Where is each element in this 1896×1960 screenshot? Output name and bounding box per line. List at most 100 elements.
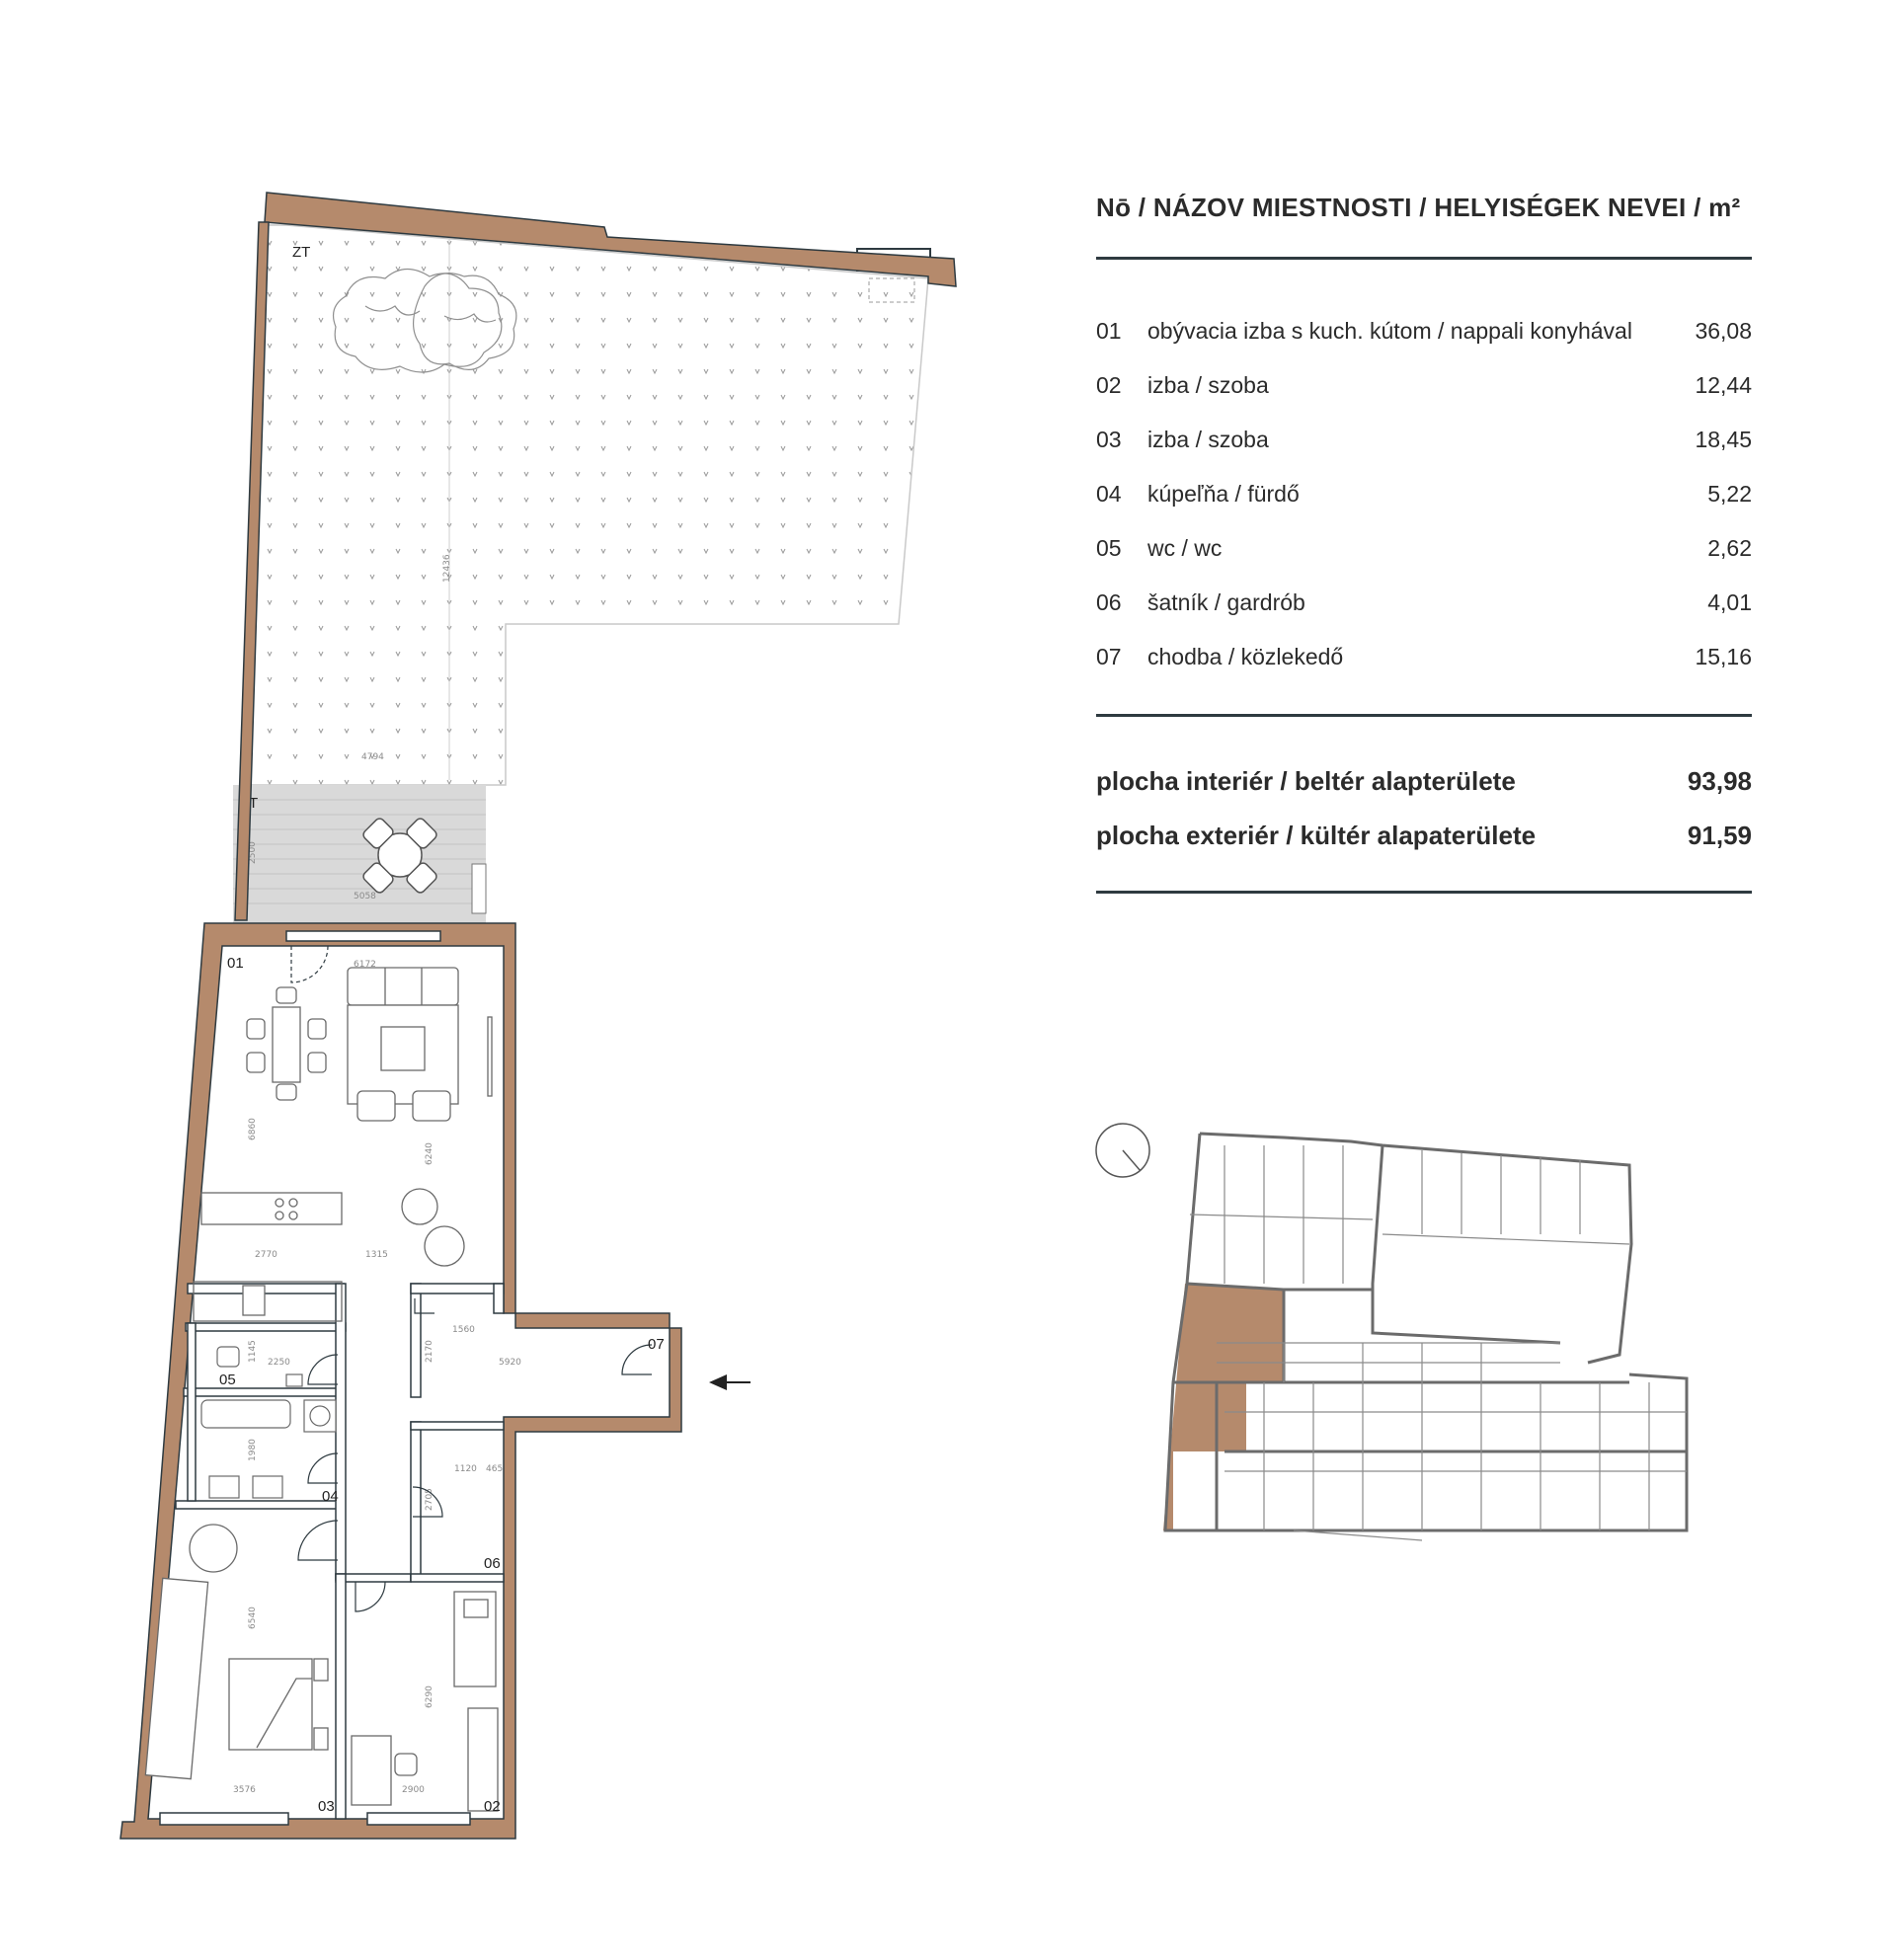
- living-room-furniture: [193, 967, 493, 1322]
- svg-text:12436: 12436: [442, 554, 452, 583]
- svg-text:3576: 3576: [233, 1785, 256, 1795]
- site-plan-highlight: [1163, 1284, 1284, 1530]
- double-bed-icon: [228, 1658, 313, 1751]
- room-area: 5,22: [1707, 481, 1752, 507]
- total-label: plocha exteriér / kültér alapaterülete: [1096, 821, 1537, 850]
- room-number: 06: [1096, 589, 1122, 615]
- room-name: izba / szoba: [1147, 372, 1269, 398]
- windows: [159, 930, 471, 1826]
- room-name: izba / szoba: [1147, 427, 1269, 452]
- wardrobe-icon: [144, 1577, 209, 1780]
- bathroom-fixtures: [200, 1346, 337, 1499]
- desk-icon: [351, 1735, 392, 1806]
- svg-text:6290: 6290: [425, 1686, 434, 1708]
- toilet-icon: [216, 1346, 240, 1368]
- room-row: 05 wc / wc 2,62: [1096, 521, 1752, 576]
- terrace-table-icon: [362, 818, 437, 894]
- bathtub-icon: [200, 1399, 291, 1429]
- room-area: 36,08: [1695, 318, 1752, 344]
- svg-text:5058: 5058: [354, 892, 376, 902]
- svg-text:2900: 2900: [402, 1785, 425, 1795]
- interior-walls: [175, 1283, 505, 1820]
- svg-text:465: 465: [486, 1464, 503, 1474]
- room-name: chodba / közlekedő: [1147, 644, 1344, 669]
- room-row: 06 šatník / gardrób 4,01: [1096, 576, 1752, 630]
- terrace-area: T: [233, 785, 487, 923]
- svg-text:04: 04: [322, 1488, 339, 1505]
- bedroom-02-furniture: [351, 1591, 499, 1812]
- svg-text:06: 06: [484, 1555, 501, 1572]
- svg-text:2500: 2500: [248, 841, 258, 864]
- room-name: wc / wc: [1147, 535, 1223, 561]
- wardrobe-icon: [467, 1707, 499, 1812]
- room-row: 01 obývacia izba s kuch. kútom / nappali …: [1096, 304, 1752, 358]
- room-area: 15,16: [1695, 644, 1752, 669]
- room-row: 02 izba / szoba 12,44: [1096, 358, 1752, 413]
- svg-text:1145: 1145: [248, 1340, 258, 1363]
- tree-icon: [333, 268, 517, 373]
- north-arrow-icon: [1095, 1123, 1150, 1178]
- svg-text:1315: 1315: [365, 1250, 388, 1260]
- room-name: kúpeľňa / fürdő: [1147, 481, 1300, 507]
- room-number: 05: [1096, 535, 1122, 561]
- legend-divider: [1096, 891, 1752, 894]
- site-plan: [1095, 1123, 1689, 1541]
- room-number: 01: [1096, 318, 1122, 344]
- svg-text:2250: 2250: [268, 1358, 290, 1368]
- svg-text:6540: 6540: [248, 1607, 258, 1629]
- sofa-icon: [347, 967, 459, 1006]
- room-number: 07: [1096, 644, 1122, 669]
- svg-text:02: 02: [484, 1798, 501, 1815]
- svg-text:6240: 6240: [425, 1142, 434, 1165]
- room-area: 2,62: [1707, 535, 1752, 561]
- terrace-label: T: [249, 795, 258, 812]
- room-numbers: 01 02 03 04 05 06 07: [219, 955, 665, 1815]
- room-number: 03: [1096, 427, 1122, 452]
- svg-text:4794: 4794: [361, 752, 384, 762]
- svg-text:1120: 1120: [454, 1464, 477, 1474]
- area-totals: plocha interiér / beltér alapterülete 93,…: [1096, 717, 1752, 891]
- room-number: 02: [1096, 372, 1122, 398]
- svg-text:6860: 6860: [248, 1118, 258, 1140]
- room-list: 01 obývacia izba s kuch. kútom / nappali …: [1096, 260, 1752, 714]
- svg-text:5920: 5920: [499, 1358, 521, 1368]
- svg-text:1980: 1980: [248, 1439, 258, 1461]
- room-row: 04 kúpeľňa / fürdő 5,22: [1096, 467, 1752, 521]
- room-area: 12,44: [1695, 372, 1752, 398]
- svg-text:05: 05: [219, 1372, 236, 1388]
- dining-table-icon: [272, 1006, 301, 1083]
- room-number: 04: [1096, 481, 1122, 507]
- room-legend: Nō / NÁZOV MIESTNOSTI / HELYISÉGEK NEVEI…: [1096, 188, 1752, 894]
- total-value: 93,98: [1687, 766, 1752, 796]
- entrance-arrow-icon: [709, 1374, 750, 1390]
- total-label: plocha interiér / beltér alapterülete: [1096, 766, 1516, 796]
- room-name: obývacia izba s kuch. kútom / nappali ko…: [1147, 318, 1632, 344]
- chair-icon: [394, 1753, 418, 1776]
- door-swings: [290, 945, 653, 1612]
- svg-text:6172: 6172: [354, 960, 376, 970]
- room-name: šatník / gardrób: [1147, 589, 1305, 615]
- kitchen-island-icon: [200, 1192, 343, 1225]
- svg-text:2770: 2770: [255, 1250, 277, 1260]
- legend-title: Nō / NÁZOV MIESTNOSTI / HELYISÉGEK NEVEI…: [1096, 193, 1741, 222]
- exterior-total-row: plocha exteriér / kültér alapaterülete 91…: [1096, 809, 1752, 863]
- armchair-icon: [401, 1188, 438, 1225]
- garden-area: ZT: [243, 224, 931, 786]
- coffee-table-icon: [380, 1026, 426, 1071]
- bedroom-03-furniture: [144, 1524, 329, 1780]
- garden-label: ZT: [292, 244, 310, 261]
- interior-total-row: plocha interiér / beltér alapterülete 93,…: [1096, 754, 1752, 809]
- room-row: 07 chodba / közlekedő 15,16: [1096, 630, 1752, 684]
- svg-text:1560: 1560: [452, 1325, 475, 1335]
- svg-text:07: 07: [648, 1336, 665, 1353]
- armchair-icon: [189, 1524, 238, 1573]
- legend-divider: [1096, 257, 1752, 260]
- room-area: 18,45: [1695, 427, 1752, 452]
- total-value: 91,59: [1687, 821, 1752, 850]
- room-area: 4,01: [1707, 589, 1752, 615]
- svg-text:2705: 2705: [425, 1488, 434, 1511]
- svg-text:03: 03: [318, 1798, 335, 1815]
- room-row: 03 izba / szoba 18,45: [1096, 413, 1752, 467]
- legend-divider: [1096, 714, 1752, 717]
